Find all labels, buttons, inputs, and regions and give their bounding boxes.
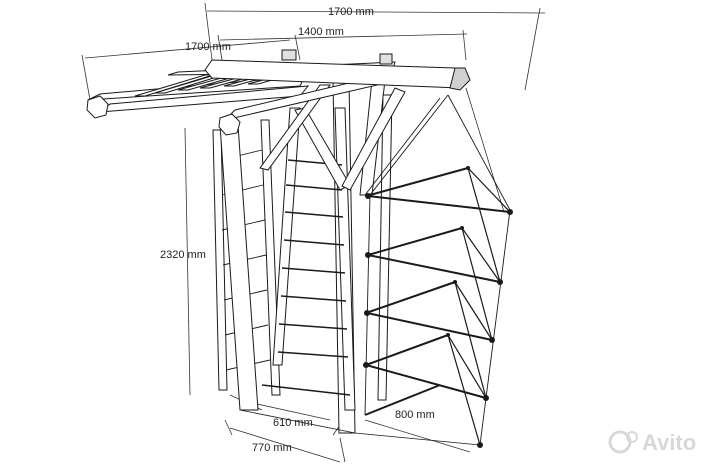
dim-base-depth: 770 mm — [252, 442, 292, 454]
dim-ladder-width: 610 mm — [273, 417, 313, 429]
watermark-text: Avito — [642, 430, 696, 455]
dim-height: 2320 mm — [160, 249, 206, 261]
base — [239, 409, 481, 446]
avito-watermark: Avito — [608, 430, 696, 455]
top-beam — [204, 49, 471, 91]
ladder-rungs — [261, 159, 351, 396]
bar-end-front — [218, 113, 241, 136]
dim-rope-ladder-width: 800 mm — [395, 409, 435, 421]
dim-bar-length: 1700 mm — [185, 41, 231, 53]
dim-overall-width: 1700 mm — [328, 6, 374, 18]
net-diagonals — [447, 167, 511, 446]
bar-end-left — [86, 95, 109, 119]
dim-top-span: 1400 mm — [298, 26, 344, 38]
net-rungs — [364, 167, 511, 416]
diagonal-braces — [259, 84, 406, 191]
